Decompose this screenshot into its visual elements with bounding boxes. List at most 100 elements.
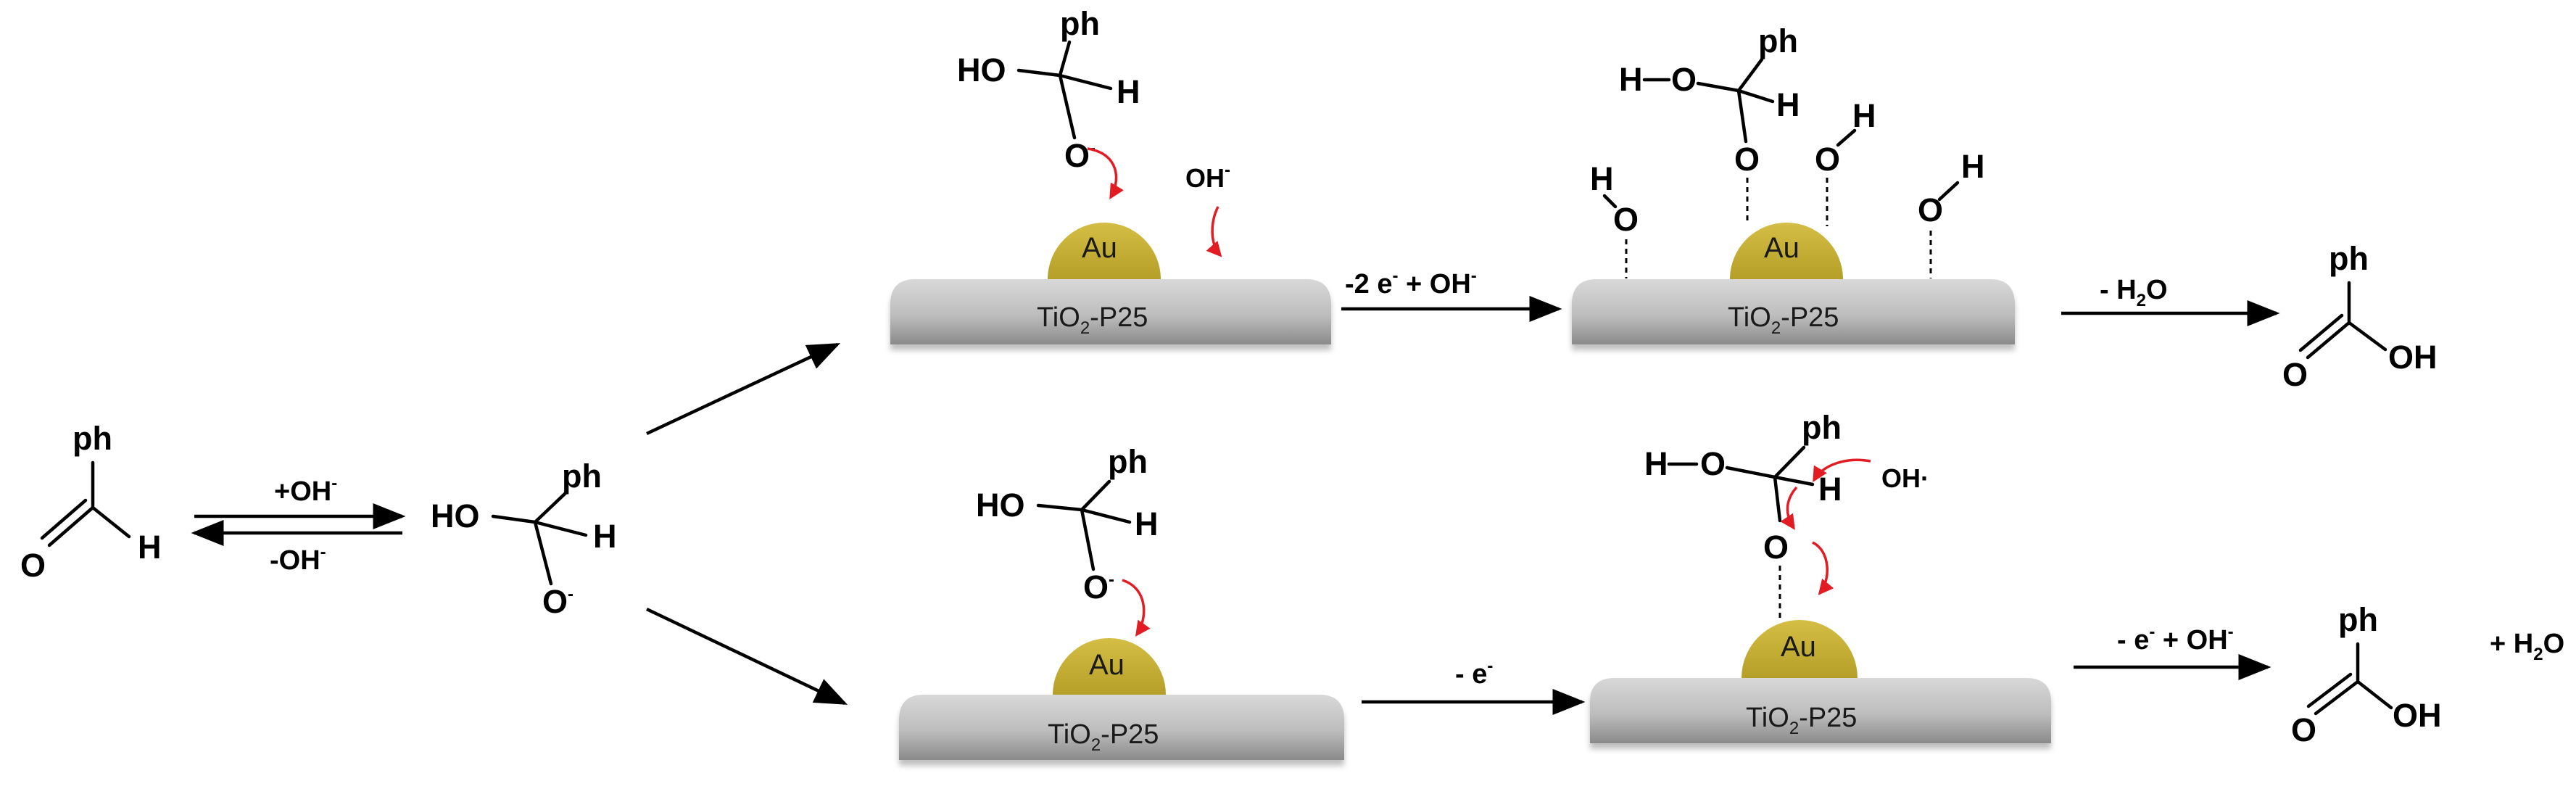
au-label: Au [1764, 232, 1800, 264]
ph-label: ph [1060, 5, 1100, 42]
h-label: H [1117, 73, 1140, 110]
pathway-arrow-top [646, 342, 841, 436]
oh-label: OH [2393, 697, 2442, 734]
ph-label: ph [1758, 22, 1798, 59]
ho-label: HO [431, 497, 480, 534]
h-label: H [1818, 471, 1842, 508]
eq-forward-label: +OH- [274, 474, 337, 507]
pathway-arrow-bottom [646, 607, 848, 706]
au-nanoparticle [1730, 223, 1843, 279]
support-label: TiO2-P25 [1037, 302, 1148, 338]
electron-transfer-arrow [1087, 147, 1124, 200]
ho-label: HO [976, 487, 1025, 524]
eq-reverse-label: -OH- [270, 542, 326, 576]
bond [1058, 73, 1113, 91]
o-label: O [1918, 191, 1943, 228]
catalyst-bottom-1: Au TiO2-P25 [899, 638, 1344, 760]
o-label: O [2282, 356, 2308, 393]
hydroxide-attack-arrow [1813, 458, 1871, 483]
catalyst-bottom-2: Au TiO2-P25 [1590, 620, 2051, 743]
benzoic-acid-bottom: ph O OH [2291, 601, 2442, 748]
bond [2306, 321, 2351, 360]
tio2-support [1590, 678, 2051, 743]
water-product-label: + H2O [2490, 629, 2564, 664]
ph-label: ph [562, 458, 602, 495]
bond [1736, 88, 1775, 104]
au-nanoparticle [1053, 638, 1166, 695]
h-label: H [1776, 86, 1800, 123]
h-label: H [593, 518, 617, 555]
equilibrium-arrows: +OH- -OH- [191, 474, 406, 576]
bond [491, 514, 537, 524]
bond [1080, 479, 1111, 512]
oh-minus-label: OH- [1185, 160, 1230, 193]
h-label: H [1619, 61, 1643, 98]
bond [2356, 679, 2393, 710]
bond [1016, 68, 1062, 78]
h-label: H [1135, 505, 1159, 542]
o-label: O [1815, 141, 1840, 178]
oh-radical-label: OH· [1881, 463, 1929, 493]
ph-label: ph [2338, 601, 2378, 638]
bond [2314, 679, 2360, 716]
electron-transfer-arrow [1812, 541, 1834, 595]
h-label: H [1644, 445, 1668, 482]
bond [91, 505, 131, 539]
o-label: O [2291, 711, 2316, 748]
adsorbate-top-1: ph HO H O- OH- [957, 5, 1230, 257]
h-label: H [1961, 148, 1985, 185]
oh-label: OH [2388, 339, 2438, 376]
bottom-middle-arrow-label: - e- [1455, 656, 1493, 690]
au-nanoparticle [1048, 223, 1161, 279]
bond [1602, 194, 1618, 209]
bond [1836, 128, 1857, 147]
bond [1058, 73, 1077, 140]
bond [40, 498, 88, 540]
bond-cleavage-arrow [1780, 486, 1798, 530]
ph-label: ph [73, 420, 112, 457]
au-nanoparticle [1742, 620, 1858, 678]
bond [1736, 88, 1748, 144]
adsorbates-top-2: ph H O H O H O H O H O [1590, 22, 1985, 278]
o-minus-label: O- [1064, 137, 1096, 174]
bond [1058, 40, 1072, 78]
bond [533, 491, 568, 524]
hydroxide-adduct: ph HO H O- [431, 458, 617, 620]
bond [533, 520, 553, 586]
au-label: Au [1781, 631, 1816, 663]
catalyst-top-1: Au TiO2-P25 [890, 223, 1331, 344]
au-label: Au [1089, 649, 1125, 681]
h-label: H [1852, 97, 1876, 134]
support-label: TiO2-P25 [1746, 703, 1857, 738]
bottom-end-arrow-label: - e- + OH- [2117, 622, 2234, 656]
top-middle-arrow-label: -2 e- + OH- [1345, 266, 1477, 299]
bond [1736, 57, 1764, 93]
ph-label: ph [2329, 240, 2369, 277]
h-label: H [1590, 160, 1614, 197]
bond [1773, 475, 1815, 487]
bond [1080, 508, 1132, 524]
ho-label: HO [957, 51, 1006, 88]
o-minus-label: O- [1083, 569, 1114, 605]
o-label: O [1700, 445, 1726, 482]
bond [1773, 475, 1782, 523]
tio2-support [1572, 279, 2015, 344]
catalyst-top-2: Au TiO2-P25 [1572, 223, 2015, 344]
hydroxide-attack-arrow [1206, 206, 1222, 257]
tio2-support [899, 695, 1344, 760]
tio2-support [890, 279, 1331, 344]
adsorbate-bottom-2: ph H O H O OH· [1644, 409, 1929, 618]
h-label: H [138, 529, 162, 566]
o-label: O [20, 547, 46, 584]
bond [1036, 503, 1084, 512]
au-label: Au [1082, 232, 1117, 264]
ph-label: ph [1802, 409, 1842, 446]
bond [1937, 181, 1960, 202]
bond [2347, 321, 2387, 352]
bond [1080, 508, 1096, 571]
electron-transfer-arrow [1122, 579, 1151, 637]
o-label: O [1613, 201, 1639, 238]
adsorbate-bottom-1: ph HO H O- [976, 443, 1159, 637]
o-label: O [1763, 529, 1789, 566]
o-label: O [1734, 141, 1760, 178]
